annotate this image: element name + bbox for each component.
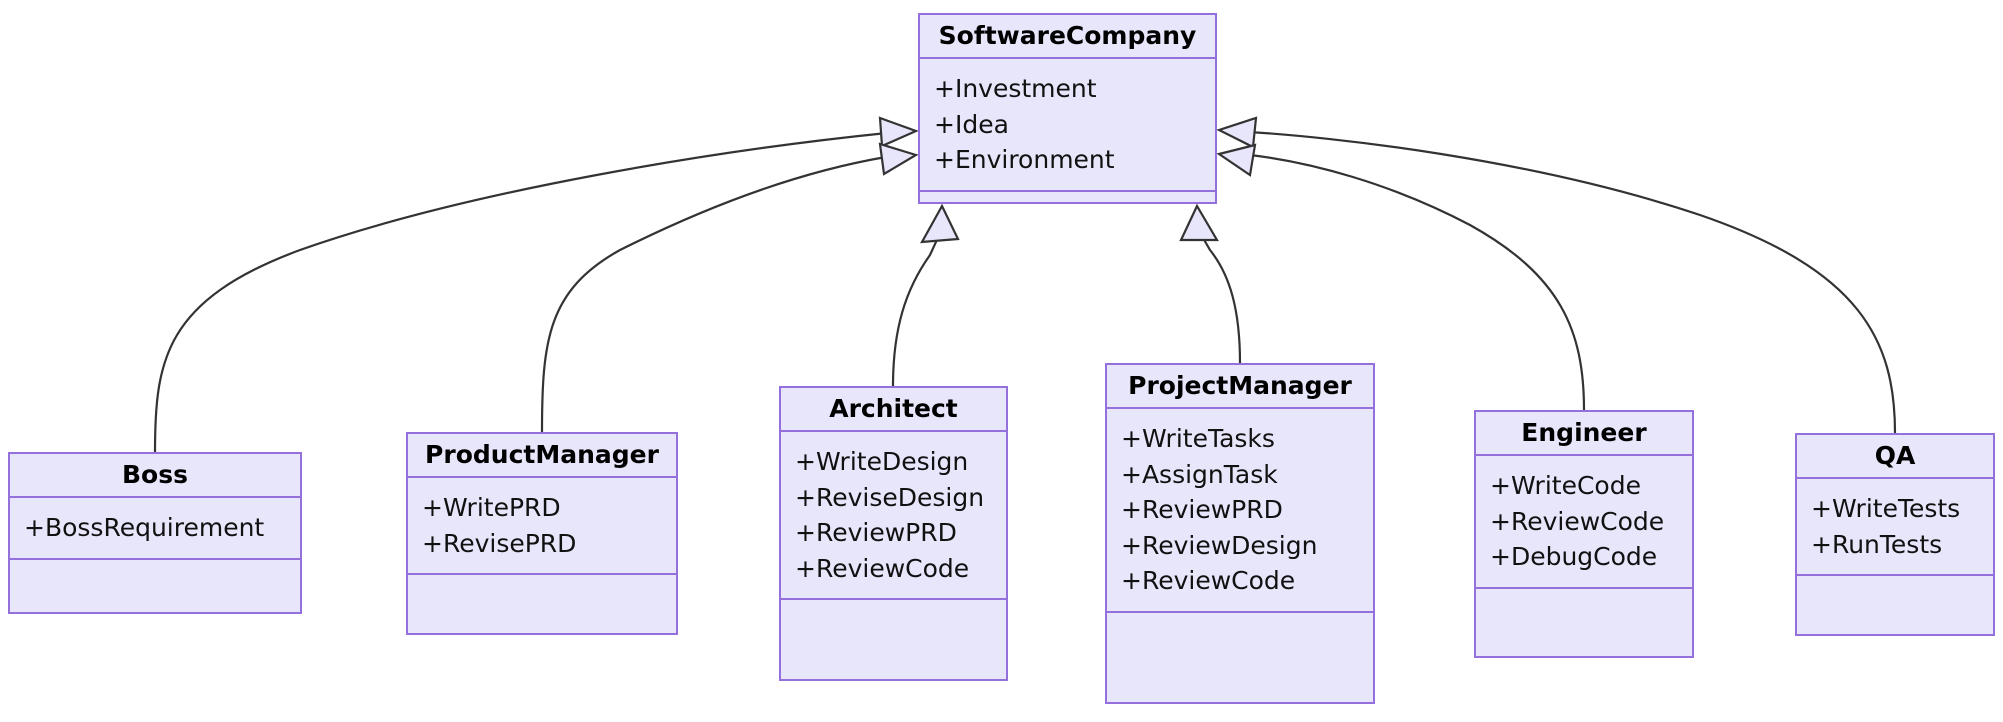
class-attribute: +ReviseDesign [795,482,985,512]
class-attribute: +ReviewCode [1121,566,1296,595]
inheritance-arrowhead-engineer [1216,143,1257,177]
class-attribute: +ReviewCode [1490,506,1665,536]
class-attributes-product-manager: +WritePRD +RevisePRD [408,478,676,575]
class-title-boss: Boss [10,454,300,498]
class-title-qa: QA [1797,435,1993,479]
class-attributes-project-manager: +WriteTasks +AssignTask +ReviewPRD +Revi… [1107,409,1373,613]
inheritance-arrowhead-qa [1216,116,1258,149]
class-box-software-company[interactable]: SoftwareCompany +Investment +Idea +Envir… [918,13,1217,204]
class-attributes-boss: +BossRequirement [10,498,300,560]
class-methods-engineer [1476,589,1692,657]
class-attributes-architect: +WriteDesign +ReviseDesign +ReviewPRD +R… [781,432,1006,600]
class-attribute: +RevisePRD [422,528,577,558]
class-box-engineer[interactable]: Engineer +WriteCode +ReviewCode +DebugCo… [1474,410,1694,658]
edge-architect-to-softwarecompany [891,230,942,387]
class-attribute: +RunTests [1811,529,1943,559]
class-attribute: +AssignTask [1121,459,1278,489]
class-attribute: +Environment [934,145,1115,174]
class-methods-boss [10,560,300,613]
class-attribute: +ReviewPRD [795,518,957,547]
class-attribute: +Investment [934,74,1097,103]
class-box-product-manager[interactable]: ProductManager +WritePRD +RevisePRD [406,432,678,635]
class-attribute: +WriteTasks [1121,424,1275,453]
class-methods-project-manager [1107,613,1373,703]
class-attribute: +WritePRD [422,493,561,522]
class-title-project-manager: ProjectManager [1107,365,1373,409]
class-box-project-manager[interactable]: ProjectManager +WriteTasks +AssignTask +… [1105,363,1375,704]
class-title-product-manager: ProductManager [408,434,676,478]
class-attributes-engineer: +WriteCode +ReviewCode +DebugCode [1476,456,1692,589]
inheritance-arrowhead-boss [878,116,919,148]
class-attribute: +WriteCode [1490,471,1641,500]
class-methods-software-company [920,192,1215,214]
class-title-engineer: Engineer [1476,412,1692,456]
class-attributes-qa: +WriteTests +RunTests [1797,479,1993,576]
class-title-software-company: SoftwareCompany [920,15,1215,59]
class-box-qa[interactable]: QA +WriteTests +RunTests [1795,433,1995,636]
class-methods-architect [781,600,1006,679]
class-attribute: +DebugCode [1490,542,1658,571]
class-methods-product-manager [408,575,676,633]
edge-boss-to-softwarecompany [153,131,888,453]
class-attribute: +ReviewDesign [1121,530,1318,560]
class-attribute: +BossRequirement [24,513,265,542]
class-attribute: +WriteTests [1811,494,1961,523]
class-attribute: +ReviewPRD [1121,495,1283,524]
class-box-boss[interactable]: Boss +BossRequirement [8,452,302,614]
class-methods-qa [1797,576,1993,634]
class-attribute: +WriteDesign [795,447,969,476]
class-title-architect: Architect [781,388,1006,432]
class-attribute: +ReviewCode [795,553,970,583]
class-attribute: +Idea [934,109,1009,139]
inheritance-arrowhead-productmanager [878,142,919,176]
class-attributes-software-company: +Investment +Idea +Environment [920,59,1215,192]
class-box-architect[interactable]: Architect +WriteDesign +ReviseDesign +Re… [779,386,1008,681]
edge-projectmanager-to-softwarecompany [1198,230,1242,364]
